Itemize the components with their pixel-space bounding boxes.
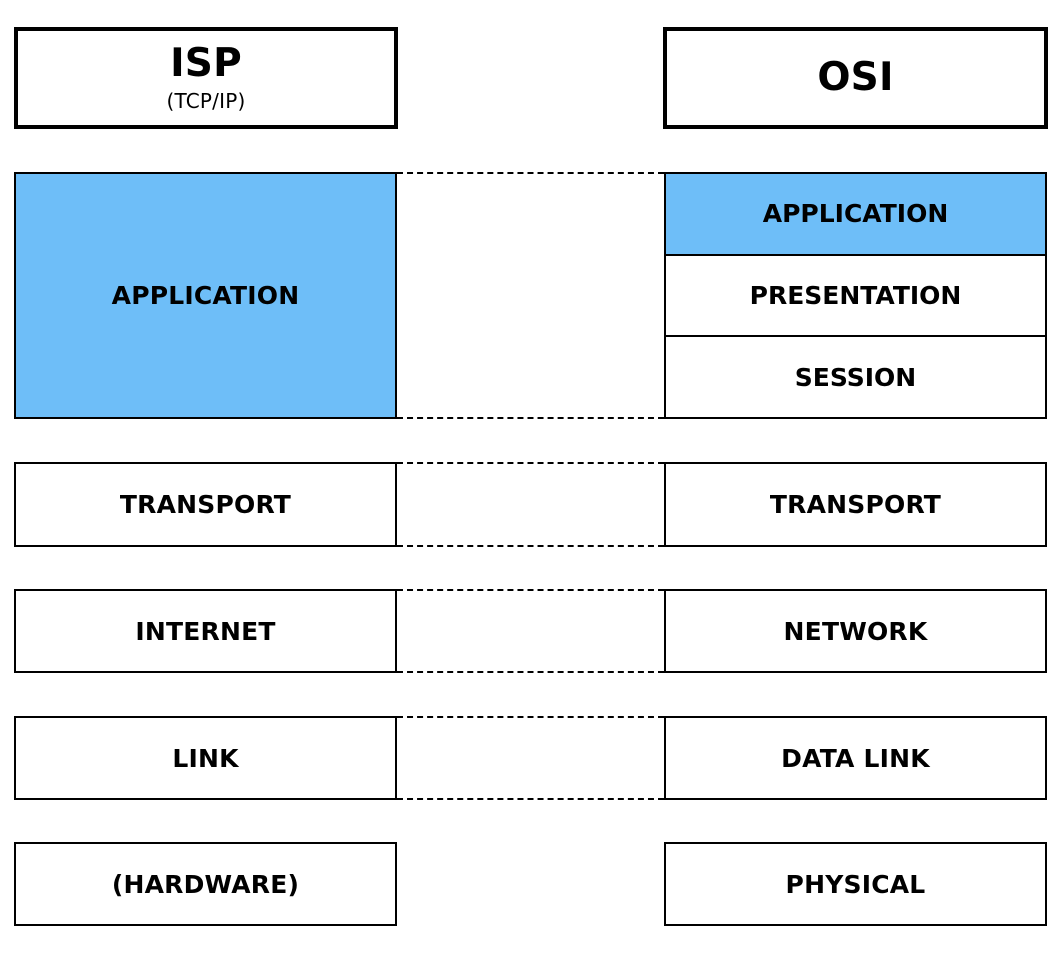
isp-layer-transport: TRANSPORT [14, 462, 397, 547]
connector-application-top [397, 172, 664, 174]
osi-layer-physical: PHYSICAL [664, 842, 1047, 926]
isp-subtitle: (TCP/IP) [166, 89, 246, 114]
isp-layer-application: APPLICATION [14, 172, 397, 419]
osi-layer-network: NETWORK [664, 589, 1047, 673]
connector-internet-top [397, 589, 664, 591]
isp-layer-hardware: (HARDWARE) [14, 842, 397, 926]
osi-layer-application: APPLICATION [666, 174, 1045, 254]
isp-layer-link: LINK [14, 716, 397, 800]
osi-upper-stack: APPLICATION PRESENTATION SESSION [664, 172, 1047, 419]
connector-link-top [397, 716, 664, 718]
osi-layer-session: SESSION [666, 335, 1045, 417]
connector-internet-bottom [397, 671, 664, 673]
connector-transport-top [397, 462, 664, 464]
osi-title: OSI [817, 54, 894, 100]
isp-header: ISP (TCP/IP) [14, 27, 398, 129]
isp-title: ISP [170, 40, 242, 86]
connector-link-bottom [397, 798, 664, 800]
osi-header: OSI [663, 27, 1048, 129]
connector-transport-bottom [397, 545, 664, 547]
connector-application-bottom [397, 417, 664, 419]
osi-layer-presentation: PRESENTATION [666, 253, 1045, 336]
isp-layer-internet: INTERNET [14, 589, 397, 673]
osi-layer-data-link: DATA LINK [664, 716, 1047, 800]
osi-layer-transport: TRANSPORT [664, 462, 1047, 547]
